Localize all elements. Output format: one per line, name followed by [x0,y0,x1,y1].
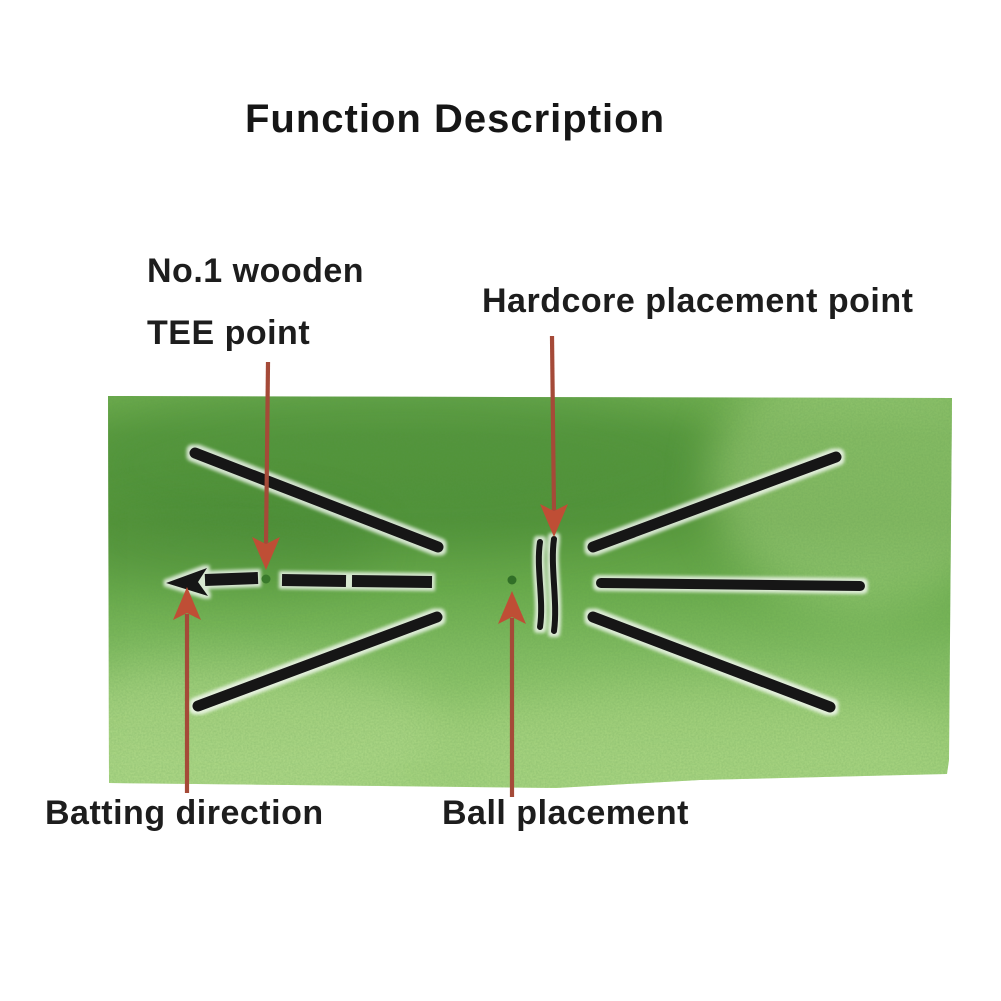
tee-point-arrowhead-icon [252,537,280,570]
label-batting-direction: Batting direction [45,794,324,832]
ball-arrowhead-icon [498,591,526,624]
batting-arrowhead-icon [173,587,201,620]
annotation-arrows [173,335,568,797]
label-tee-point-line2: TEE point [147,314,311,353]
mat-shading [108,396,952,788]
mat-texture [108,396,952,788]
ball-placement-annotation-arrow [498,591,526,797]
hardcore-arrowhead-icon [540,504,568,537]
tee-point-arrow-line [263,361,271,547]
ball-dot [507,575,517,585]
hardcore-arrow-line [549,335,557,514]
label-tee-point: No.1 wooden TEE point [147,251,364,353]
label-hardcore-placement: Hardcore placement point [482,282,914,320]
label-tee-point-line1: No.1 wooden [147,252,365,290]
tee-dot [261,574,271,584]
hardcore-placement-annotation-arrow [540,335,568,537]
tee-point-annotation-arrow [252,361,280,570]
diagram-title: Function Description [245,97,665,141]
batting-direction-annotation-arrow [173,587,201,793]
label-ball-placement: Ball placement [442,794,689,832]
